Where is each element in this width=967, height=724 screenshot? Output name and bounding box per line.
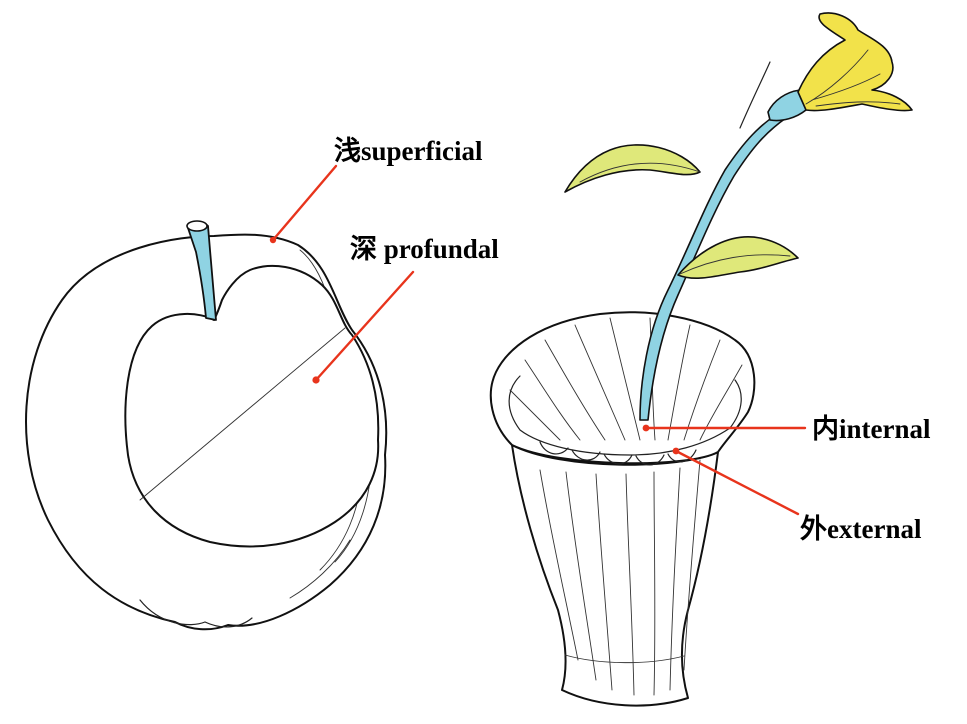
leader-profundal-dot — [312, 376, 319, 383]
leader-external-dot — [673, 448, 680, 455]
label-external: 外external — [800, 514, 922, 544]
plant-twig — [740, 62, 770, 128]
vase-drawing — [491, 312, 755, 705]
apple-drawing — [26, 221, 386, 629]
leader-superficial — [273, 166, 336, 240]
leaf-left — [565, 145, 700, 192]
apple-stem-tip — [187, 221, 207, 231]
label-superficial: 浅superficial — [334, 136, 483, 166]
leader-superficial-dot — [270, 237, 276, 243]
label-internal: 内internal — [812, 414, 931, 444]
label-profundal: 深 profundal — [350, 234, 499, 264]
vase-rim-outer — [491, 312, 755, 463]
leader-internal-dot — [643, 425, 650, 432]
flower-petals — [798, 13, 912, 111]
